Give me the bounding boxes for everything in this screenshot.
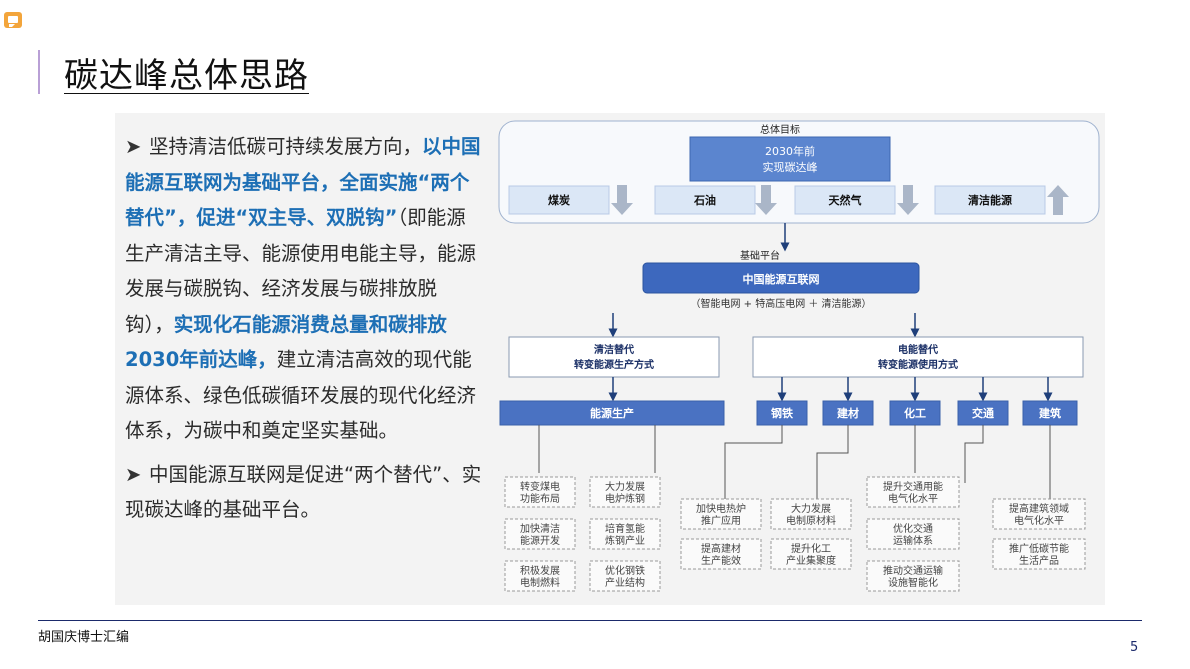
svg-text:煤炭: 煤炭 — [548, 193, 570, 207]
svg-text:推动交通运输: 推动交通运输 — [883, 564, 943, 577]
svg-text:生产能效: 生产能效 — [701, 554, 741, 567]
decrease-arrow-icons — [611, 185, 919, 215]
svg-text:交通: 交通 — [972, 406, 994, 420]
svg-text:提升交通用能: 提升交通用能 — [883, 480, 943, 493]
measure-box-1 — [504, 476, 576, 508]
natural-gas-box — [794, 185, 896, 215]
svg-text:加快电热炉: 加快电热炉 — [696, 502, 746, 515]
svg-text:提升化工: 提升化工 — [791, 542, 831, 555]
platform-subtext: （智能电网 + 特高压电网 ＋ 清洁能源） — [690, 297, 871, 310]
measure-box-5 — [504, 560, 576, 592]
svg-text:生活产品: 生活产品 — [1019, 554, 1059, 567]
measure-box-12 — [866, 518, 960, 550]
svg-text:能源开发: 能源开发 — [520, 534, 560, 547]
sector-transport-box — [957, 400, 1009, 426]
svg-text:转变能源生产方式: 转变能源生产方式 — [574, 358, 654, 371]
left-text-column: ➤坚持清洁低碳可持续发展方向，以中国能源互联网为基础平台，全面实施“两个替代”，… — [125, 129, 485, 528]
measure-box-13 — [866, 560, 960, 592]
svg-text:钢铁: 钢铁 — [771, 406, 793, 420]
content-image: ➤坚持清洁低碳可持续发展方向，以中国能源互联网为基础平台，全面实施“两个替代”，… — [115, 113, 1105, 605]
svg-text:能源生产: 能源生产 — [590, 406, 634, 420]
footer-divider — [38, 620, 1142, 621]
svg-text:电炉炼钢: 电炉炼钢 — [605, 492, 645, 505]
measure-box-2 — [589, 476, 661, 508]
measure-box-10 — [770, 538, 852, 570]
svg-text:中国能源互联网: 中国能源互联网 — [743, 272, 820, 286]
page-number: 5 — [1130, 640, 1139, 655]
svg-text:2030年前: 2030年前 — [765, 144, 815, 158]
svg-text:石油: 石油 — [693, 193, 716, 207]
svg-text:功能布局: 功能布局 — [520, 492, 560, 505]
svg-text:优化交通: 优化交通 — [893, 522, 933, 535]
svg-text:炼钢产业: 炼钢产业 — [605, 534, 645, 547]
svg-text:提高建筑领域: 提高建筑领域 — [1009, 502, 1069, 515]
paragraph-1: ➤坚持清洁低碳可持续发展方向，以中国能源互联网为基础平台，全面实施“两个替代”，… — [125, 129, 485, 449]
svg-text:转变能源使用方式: 转变能源使用方式 — [878, 358, 958, 371]
svg-text:电气化水平: 电气化水平 — [1014, 514, 1064, 527]
svg-text:天然气: 天然气 — [829, 193, 862, 207]
svg-text:建筑: 建筑 — [1039, 406, 1061, 420]
svg-text:电能替代: 电能替代 — [898, 343, 938, 356]
svg-text:设施智能化: 设施智能化 — [888, 576, 938, 589]
measure-box-11 — [866, 476, 960, 508]
svg-text:大力发展: 大力发展 — [791, 502, 831, 515]
svg-text:电制原材料: 电制原材料 — [786, 514, 836, 527]
svg-text:产业结构: 产业结构 — [605, 576, 645, 589]
svg-text:大力发展: 大力发展 — [605, 480, 645, 493]
measure-box-9 — [680, 538, 762, 570]
platform-box — [642, 262, 920, 294]
svg-text:清洁能源: 清洁能源 — [968, 193, 1012, 207]
arrow-bullet-icon: ➤ — [125, 135, 142, 158]
svg-text:加快清洁: 加快清洁 — [520, 522, 560, 535]
coal-box — [508, 185, 610, 215]
comment-icon[interactable] — [4, 12, 22, 28]
title-accent-bar — [38, 50, 40, 94]
svg-text:提高建材: 提高建材 — [701, 542, 741, 555]
clean-replacement-box — [508, 336, 720, 378]
goal-label: 总体目标 — [760, 123, 800, 136]
oil-box — [654, 185, 756, 215]
svg-text:转变煤电: 转变煤电 — [520, 480, 560, 493]
svg-text:清洁替代: 清洁替代 — [594, 343, 634, 356]
arrow-bullet-icon: ➤ — [125, 462, 142, 486]
svg-text:电制燃料: 电制燃料 — [520, 576, 560, 589]
measure-box-14 — [992, 498, 1086, 530]
platform-label: 基础平台 — [740, 249, 780, 262]
flow-diagram: 总体目标 2030年前 实现碳达峰 煤炭 石油 天然气 清洁能源 基础平台 中国… — [498, 120, 1100, 592]
svg-text:实现碳达峰: 实现碳达峰 — [763, 160, 818, 174]
svg-text:推广应用: 推广应用 — [701, 514, 741, 527]
measure-box-3 — [504, 518, 576, 550]
energy-production-box — [499, 400, 725, 426]
measure-box-15 — [992, 538, 1086, 570]
footer-author: 胡国庆博士汇编 — [38, 630, 130, 645]
clean-energy-box — [934, 185, 1046, 215]
svg-text:优化钢铁: 优化钢铁 — [605, 564, 645, 577]
svg-text:培育氢能: 培育氢能 — [605, 522, 645, 535]
sector-construction-box — [1022, 400, 1078, 426]
sector-building-materials-box — [822, 400, 874, 426]
measure-box-4 — [589, 518, 661, 550]
svg-text:产业集聚度: 产业集聚度 — [786, 554, 836, 567]
measure-box-8 — [770, 498, 852, 530]
svg-text:电气化水平: 电气化水平 — [888, 492, 938, 505]
measure-box-7 — [680, 498, 762, 530]
svg-text:化工: 化工 — [904, 406, 926, 420]
paragraph-2: ➤中国能源互联网是促进“两个替代”、实现碳达峰的基础平台。 — [125, 457, 485, 528]
goal-box — [689, 136, 891, 182]
increase-arrow-icon — [1047, 185, 1069, 215]
svg-text:运输体系: 运输体系 — [893, 534, 933, 547]
svg-text:推广低碳节能: 推广低碳节能 — [1009, 542, 1069, 555]
electric-replacement-box — [752, 336, 1084, 378]
page-title: 碳达峰总体思路 — [64, 56, 309, 96]
svg-text:建材: 建材 — [837, 406, 859, 420]
measure-box-6 — [589, 560, 661, 592]
svg-text:积极发展: 积极发展 — [520, 564, 560, 577]
